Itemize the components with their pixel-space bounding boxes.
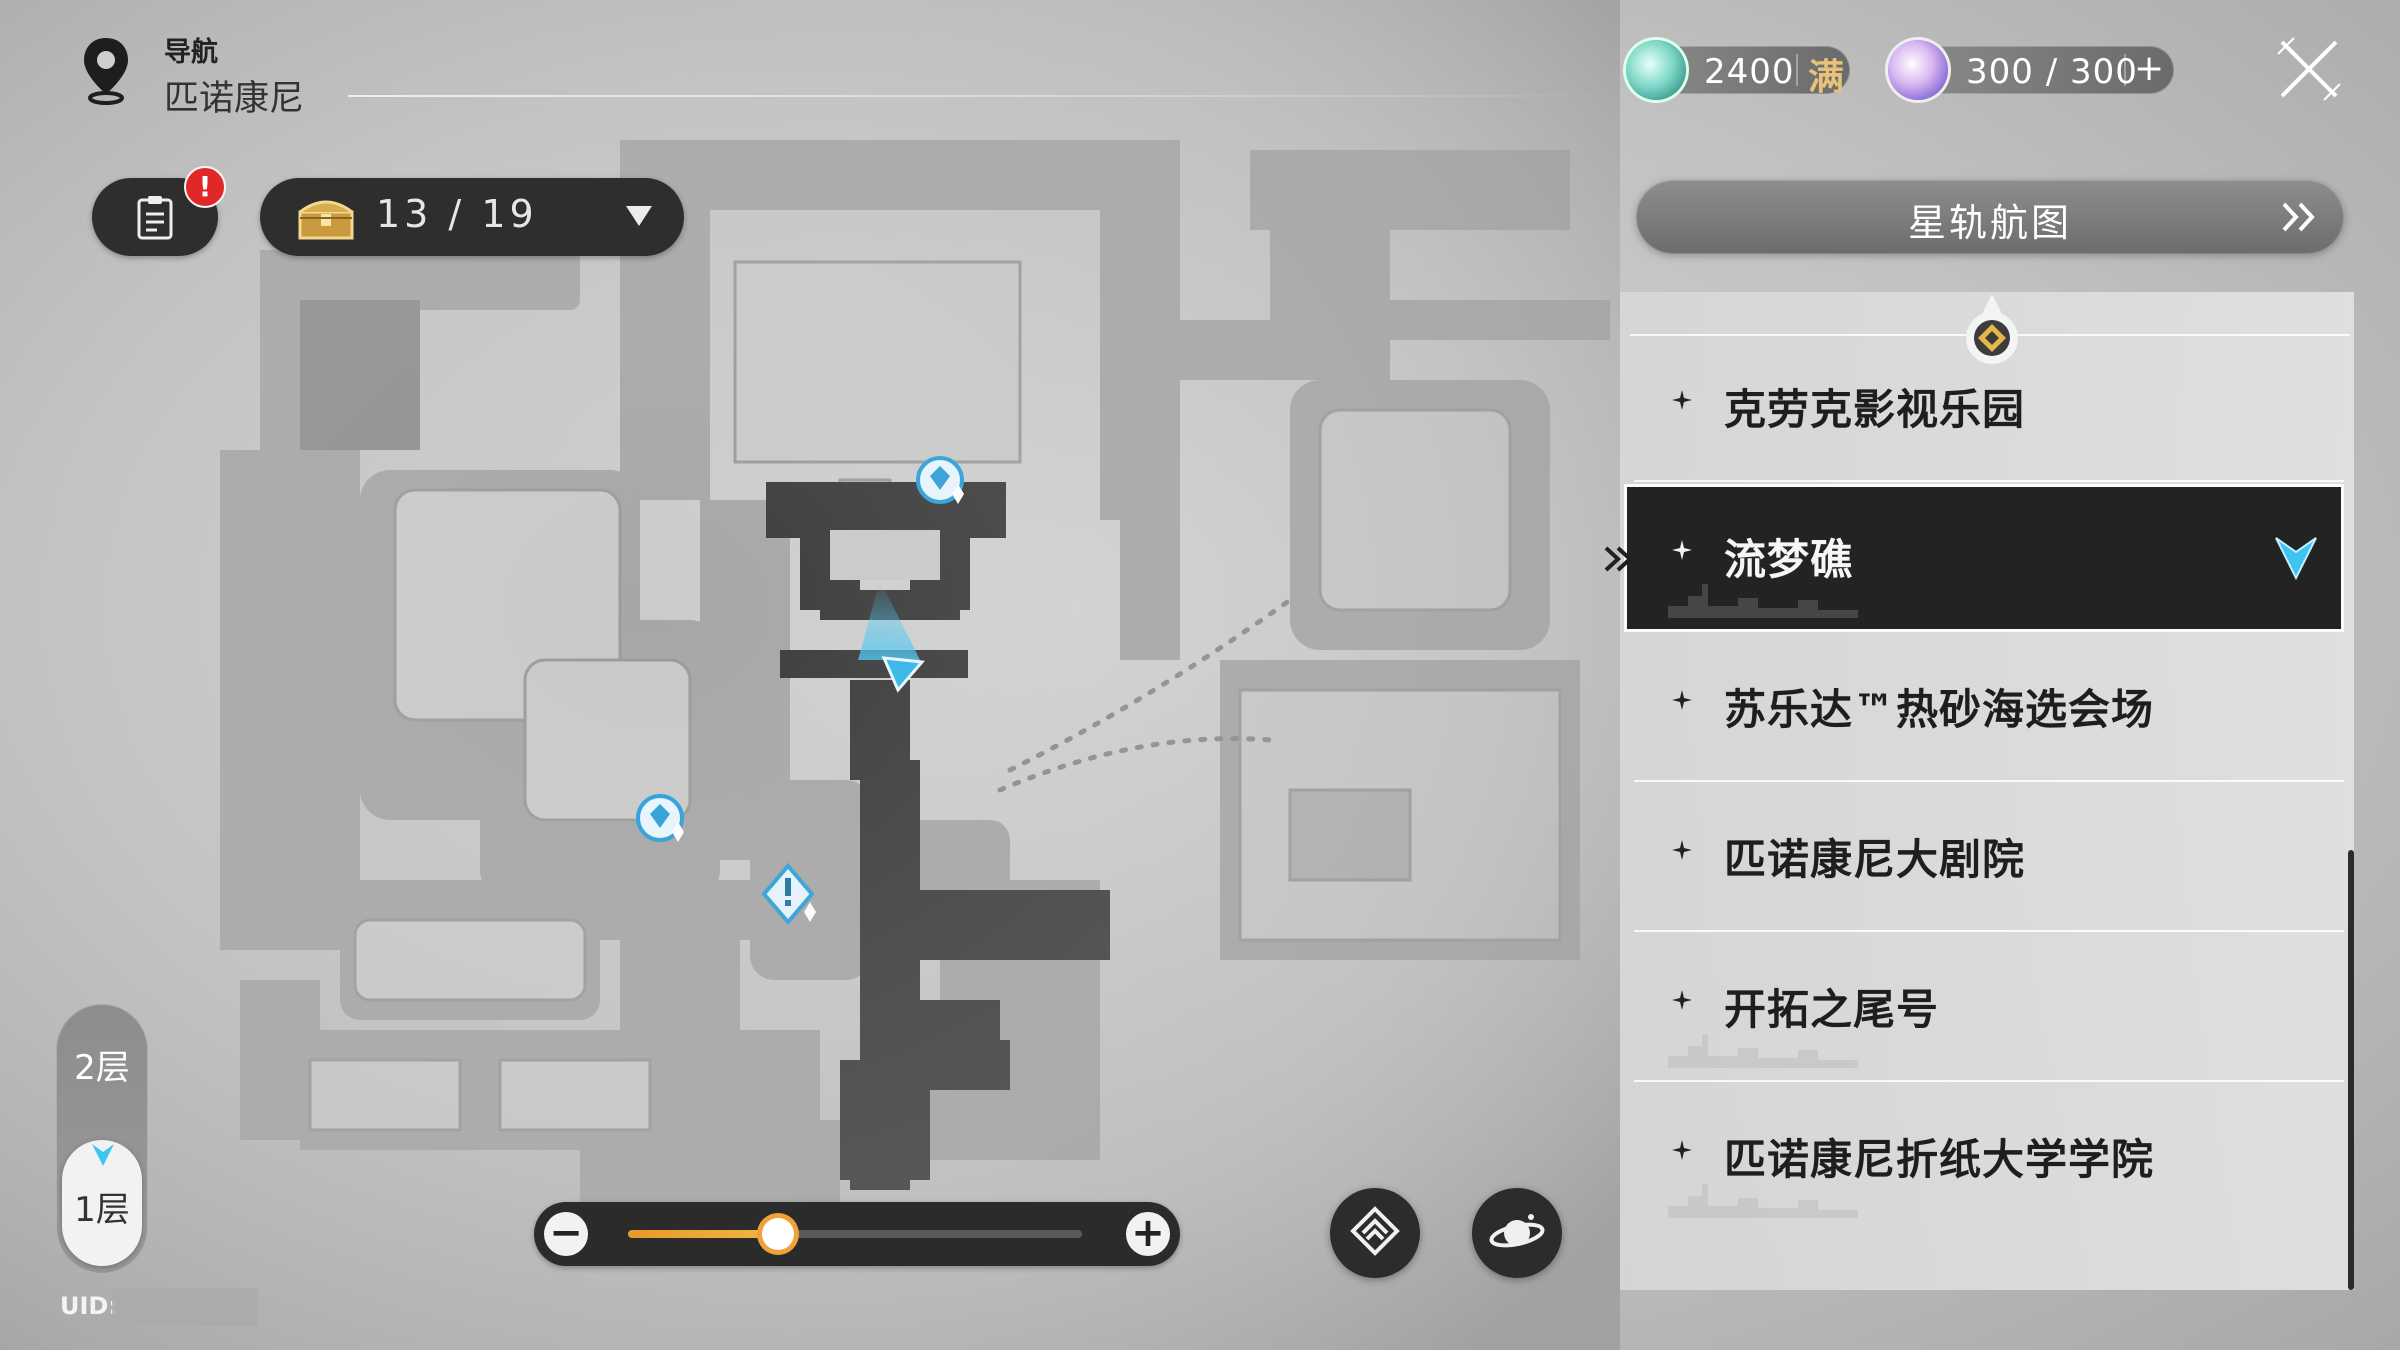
- location-name: 苏乐达™热砂海选会场: [1724, 685, 2155, 734]
- trailblaze-power-counter[interactable]: 300 / 300 +: [1888, 40, 2174, 100]
- location-item[interactable]: 匹诺康尼折纸大学学院: [1624, 1084, 2344, 1232]
- zoom-track[interactable]: [628, 1218, 1082, 1250]
- location-pin-icon: [84, 38, 128, 105]
- location-name: 匹诺康尼大剧院: [1724, 835, 2026, 884]
- header-divider: [348, 95, 1648, 97]
- reserved-power-full-label: 满: [1808, 57, 1845, 98]
- planet-switch-button[interactable]: [1472, 1188, 1562, 1278]
- floor-1-button[interactable]: 1层: [62, 1140, 142, 1266]
- location-item[interactable]: 匹诺康尼大剧院: [1624, 784, 2344, 932]
- notification-badge: !: [184, 166, 226, 208]
- divider: [1634, 930, 2344, 932]
- sparkle-icon: [1672, 840, 1692, 860]
- zoom-handle[interactable]: [761, 1218, 794, 1250]
- reserved-power-counter[interactable]: 2400 满: [1626, 40, 1850, 100]
- sparkle-icon: [1672, 1140, 1692, 1160]
- dropdown-caret-icon: [626, 206, 652, 226]
- selection-indicator-icon: [1604, 546, 1633, 572]
- clipboard-icon: [137, 196, 173, 240]
- location-list-scrollbar[interactable]: [2348, 850, 2354, 1290]
- zoom-in-button[interactable]: +: [1126, 1212, 1170, 1256]
- teleport-home-button[interactable]: [1330, 1188, 1420, 1278]
- location-name: 开拓之尾号: [1724, 985, 1940, 1034]
- zoom-fill: [628, 1230, 778, 1238]
- treasure-chest-icon: [298, 200, 354, 240]
- location-name: 克劳克影视乐园: [1724, 385, 2026, 434]
- sparkle-icon: [1672, 540, 1692, 560]
- skyline-silhouette-icon: [1668, 1034, 1858, 1068]
- nav-title: 导航: [164, 37, 218, 68]
- reserved-power-value: 2400: [1704, 52, 1795, 92]
- current-location-marker-icon: [1966, 294, 2018, 364]
- trailblaze-power-icon: [1888, 40, 1948, 100]
- star-rail-map-button[interactable]: 星轨航图: [1636, 180, 2344, 254]
- divider: [2124, 54, 2126, 86]
- trailblaze-power-value: 300 / 300: [1966, 52, 2138, 92]
- current-floor-arrow-icon: [92, 1144, 114, 1166]
- floor-1-label: 1层: [74, 1190, 130, 1230]
- location-list-panel[interactable]: [1620, 292, 2354, 1290]
- sparkle-icon: [1672, 990, 1692, 1010]
- uid-value-mask: [112, 1288, 258, 1326]
- close-icon[interactable]: [2276, 36, 2342, 102]
- location-item-selected[interactable]: 流梦礁: [1624, 484, 2344, 632]
- reserve-trailblaze-power-icon: [1626, 40, 1686, 100]
- floor-2-button[interactable]: 2层: [74, 1048, 130, 1088]
- star-rail-map-label: 星轨航图: [1907, 201, 2072, 245]
- uid-label: UID:: [60, 1292, 118, 1320]
- zoom-out-button[interactable]: −: [544, 1212, 588, 1256]
- current-region-name: 匹诺康尼: [164, 79, 305, 119]
- double-chevron-right-icon: [2282, 202, 2315, 232]
- add-power-button[interactable]: +: [2134, 48, 2165, 89]
- sparkle-icon: [1672, 390, 1692, 410]
- navigation-header: 导航 匹诺康尼: [78, 30, 378, 120]
- location-name: 匹诺康尼折纸大学学院: [1724, 1135, 2155, 1184]
- zoom-slider[interactable]: − +: [534, 1202, 1180, 1266]
- divider: [1634, 1080, 2344, 1082]
- current-position-arrow-icon: [2275, 537, 2317, 581]
- mission-log-button[interactable]: !: [92, 166, 226, 256]
- sparkle-icon: [1672, 690, 1692, 710]
- skyline-silhouette-icon: [1668, 1184, 1858, 1218]
- location-item[interactable]: 开拓之尾号: [1624, 934, 2344, 1082]
- location-item[interactable]: 苏乐达™热砂海选会场: [1624, 634, 2344, 782]
- planet-icon: [1489, 1214, 1545, 1248]
- chest-count: 13 / 19: [376, 192, 538, 236]
- location-item[interactable]: 克劳克影视乐园: [1624, 334, 2344, 482]
- location-name: 流梦礁: [1724, 535, 1854, 584]
- divider: [1634, 780, 2344, 782]
- divider: [1796, 54, 1798, 86]
- skyline-silhouette-icon: [1668, 584, 1858, 618]
- treasure-chest-selector[interactable]: 13 / 19: [260, 178, 684, 256]
- divider: [1634, 480, 2344, 482]
- home-teleport-icon: [1350, 1206, 1400, 1256]
